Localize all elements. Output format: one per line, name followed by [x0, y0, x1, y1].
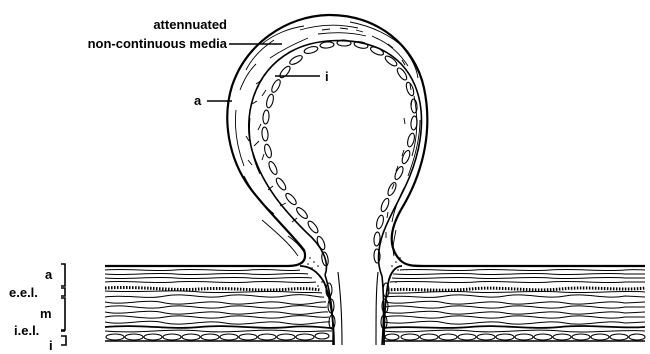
bracket-eel — [61, 288, 65, 296]
parent-vessel-left — [105, 269, 332, 331]
parent-vessel-right — [383, 269, 645, 332]
parent-vessel-left-intima — [105, 333, 334, 341]
bracket-media — [61, 298, 65, 330]
label-media-line2: non-continuous media — [88, 37, 227, 50]
label-eel: e.e.l. — [9, 286, 38, 299]
aneurysm-inner-contour — [249, 41, 422, 276]
bracket-adventitia — [61, 264, 65, 286]
neck-stippling — [307, 257, 401, 287]
aneurysm-outer-contour — [105, 15, 645, 266]
aneurysm-intima-cells — [261, 40, 417, 267]
bracket-intima — [61, 336, 66, 345]
label-intima: i — [49, 339, 53, 352]
label-adventitia-aneurysm: a — [194, 94, 201, 107]
label-media: m — [40, 307, 52, 320]
leader-lines — [207, 44, 320, 101]
neck-intima-cells — [326, 272, 389, 345]
label-media-line1: attennuated — [153, 18, 227, 31]
layer-bracket — [61, 264, 66, 345]
label-intima-aneurysm: i — [325, 70, 329, 83]
label-iel: i.e.l. — [14, 324, 39, 337]
label-adventitia: a — [45, 268, 52, 281]
parent-vessel-right-intima — [382, 334, 645, 341]
neck-outer — [300, 266, 402, 345]
